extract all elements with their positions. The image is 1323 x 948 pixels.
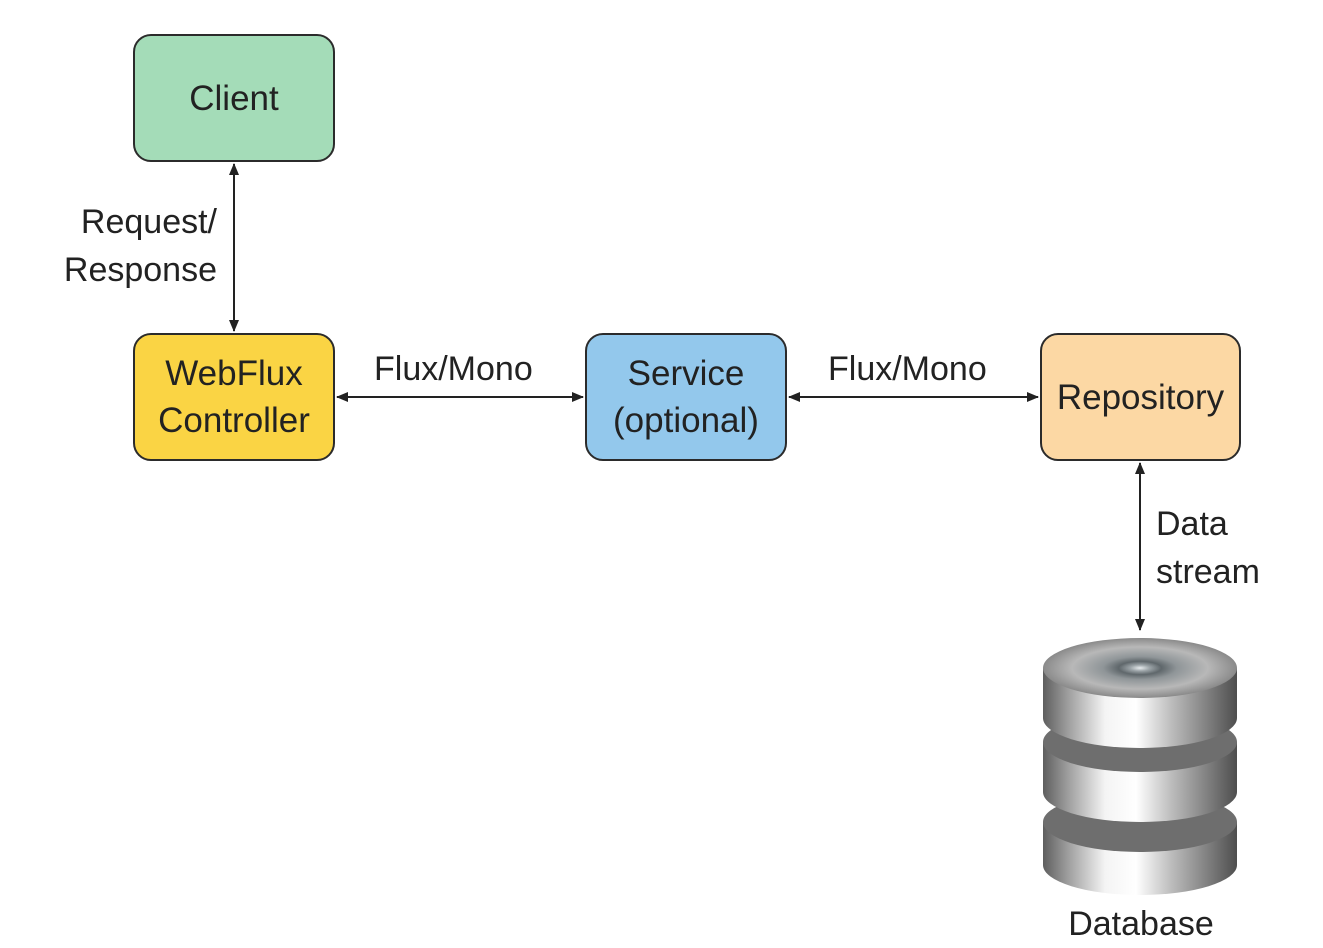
request-response-label: Request/ Response [50, 198, 217, 294]
request-label-line1: Request/ [80, 203, 217, 241]
data-stream-label: Data stream [1156, 500, 1260, 596]
data-stream-line2: stream [1156, 553, 1260, 591]
client-node: Client [133, 34, 335, 162]
repository-label: Repository [1056, 377, 1225, 417]
service-label-line1: Service [627, 354, 745, 393]
webflux-controller-node: WebFlux Controller [133, 333, 335, 461]
data-stream-line1: Data [1156, 505, 1228, 543]
request-label-line2: Response [63, 251, 217, 289]
client-label: Client [189, 78, 279, 118]
service-repository-label: Flux/Mono [828, 350, 987, 388]
controller-label-line2: Controller [158, 401, 310, 440]
service-node: Service (optional) [585, 333, 787, 461]
repository-node: Repository [1040, 333, 1241, 461]
controller-label-line1: WebFlux [165, 354, 303, 393]
service-label-line2: (optional) [613, 401, 759, 440]
controller-service-label: Flux/Mono [374, 350, 533, 388]
database-label: Database [1068, 905, 1214, 943]
